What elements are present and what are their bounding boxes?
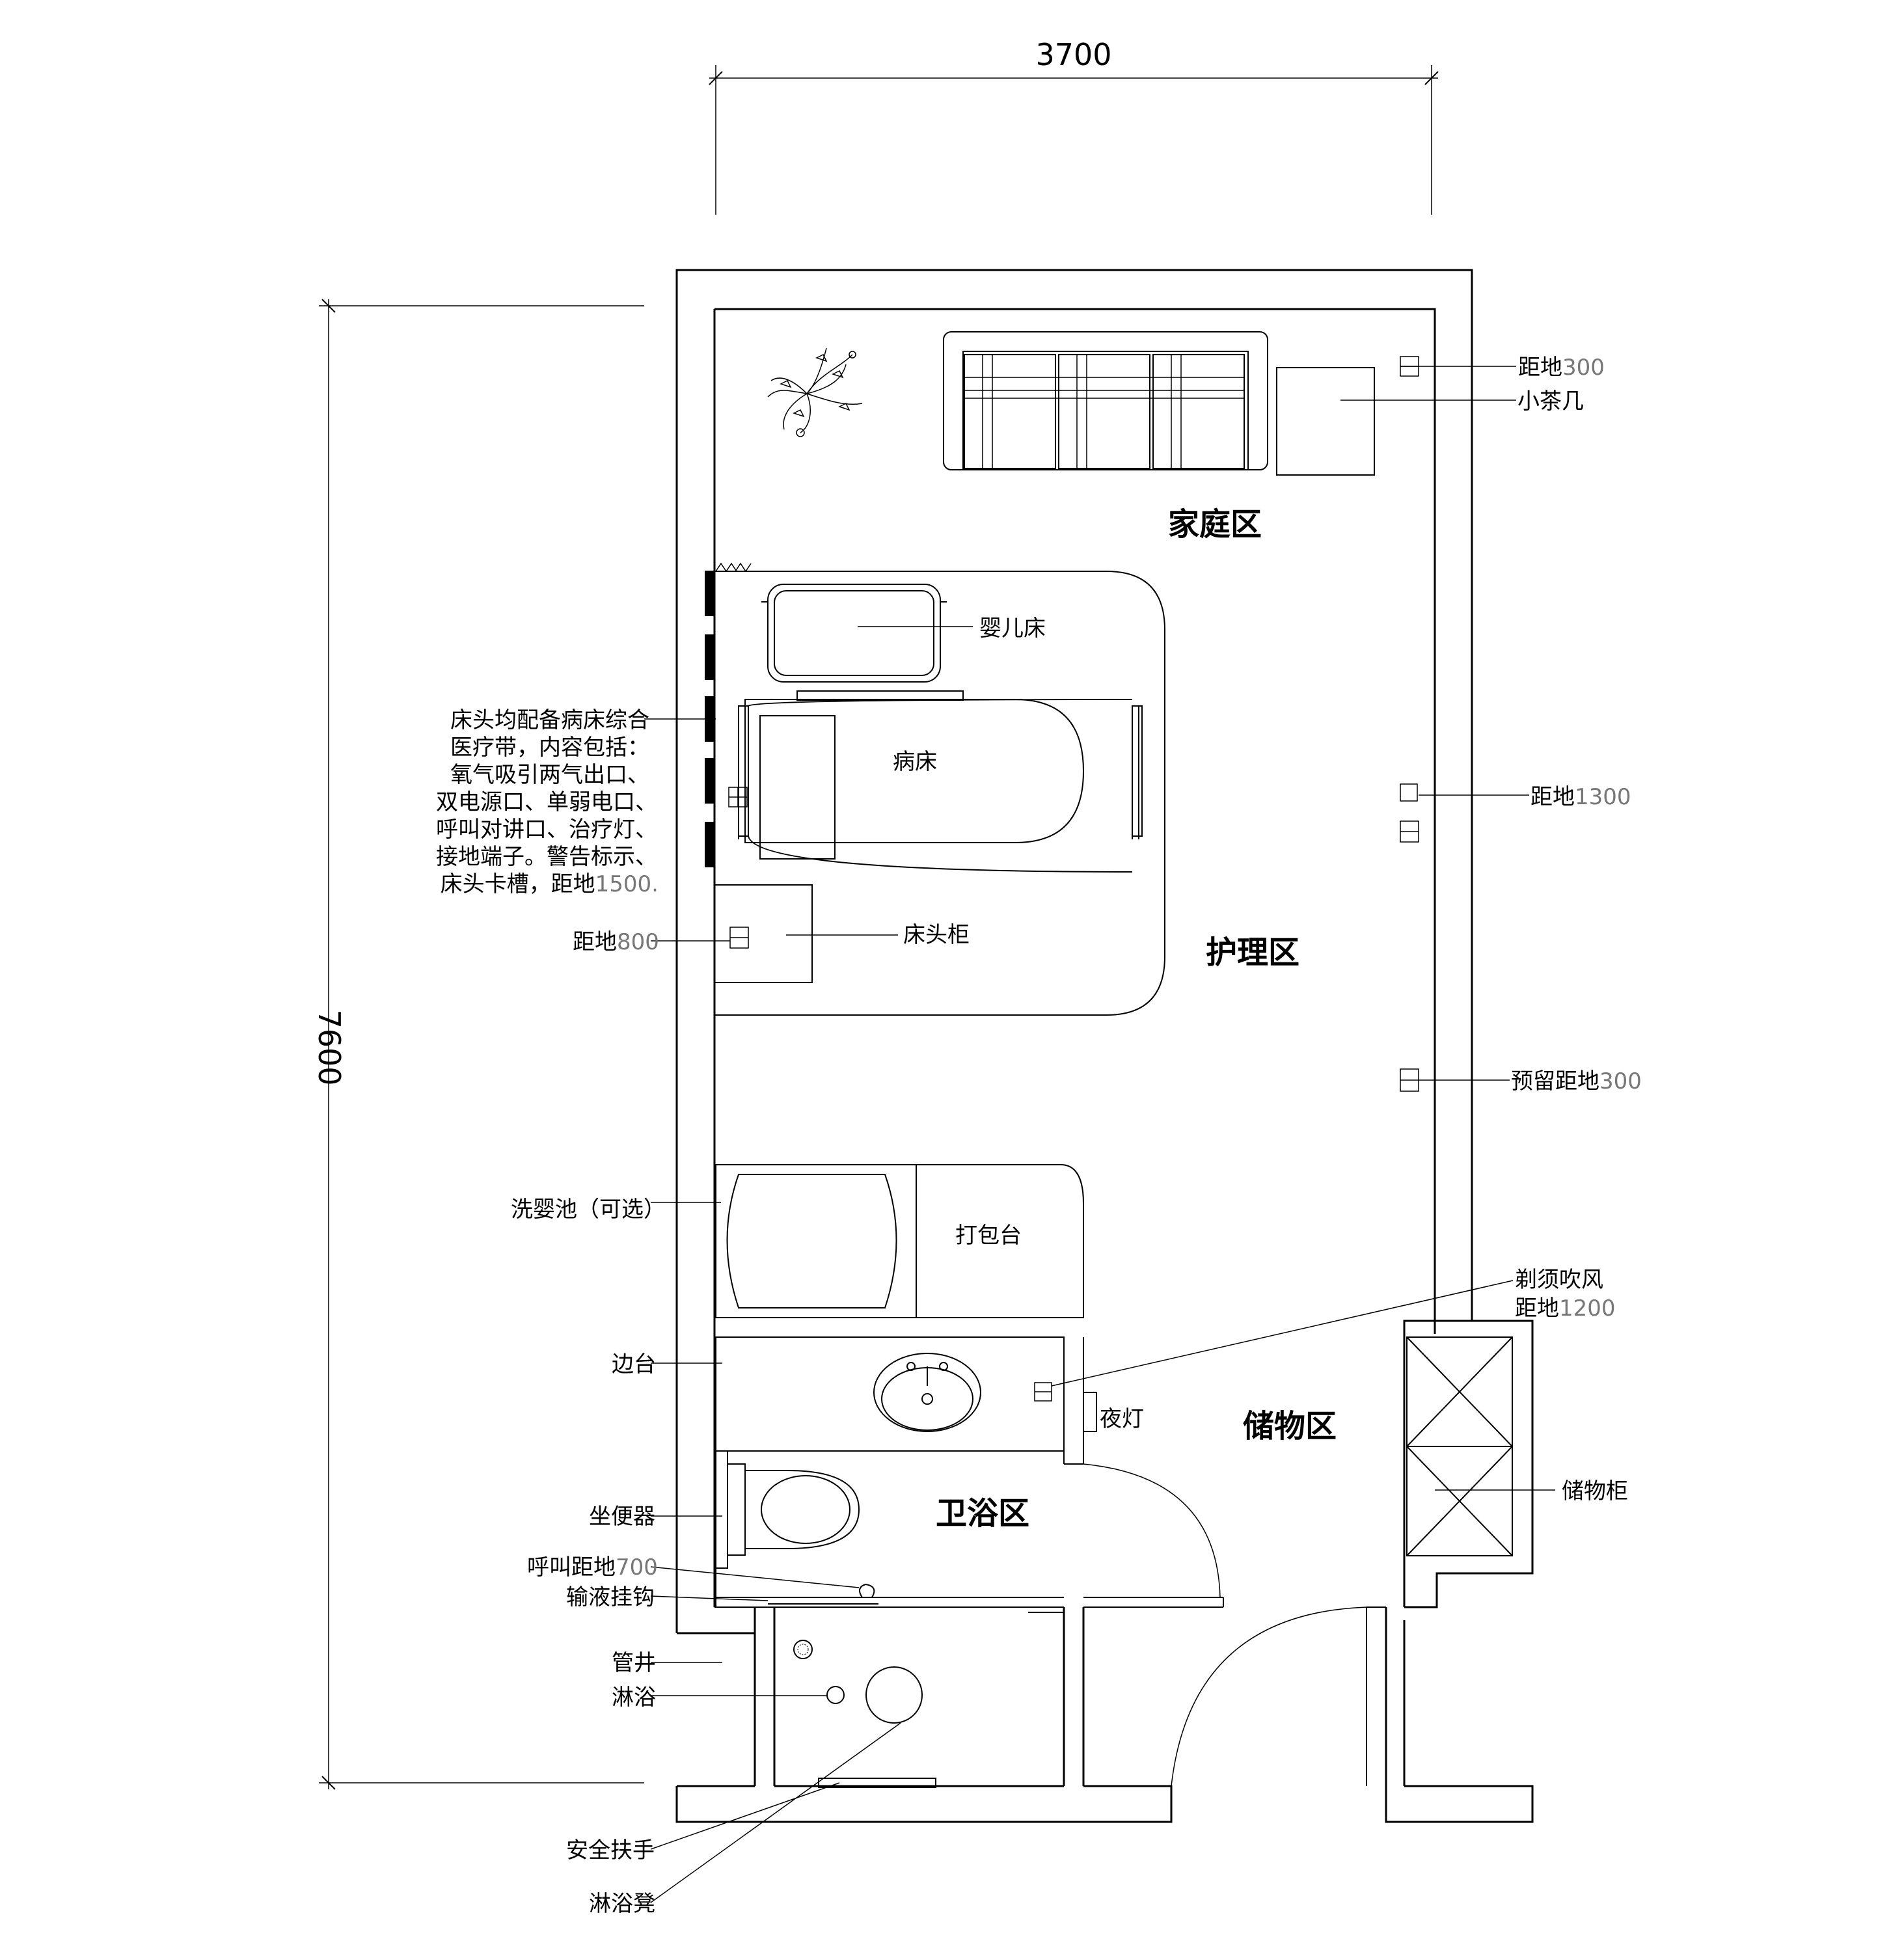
zone-family-label: 家庭区 — [1168, 506, 1262, 543]
height-dimension: 7600 — [312, 299, 644, 1790]
bedside-cabinet-label: 床头柜 — [903, 922, 970, 948]
storage-cabinet-label: 储物柜 — [1562, 1478, 1628, 1504]
grab-bar-label: 安全扶手 — [566, 1837, 655, 1864]
toilet-label: 坐便器 — [589, 1504, 655, 1530]
medical-band — [705, 562, 752, 867]
shaver-outlet-label-line2: 距地1200 — [1515, 1295, 1616, 1322]
plant-icon — [767, 347, 863, 437]
shaft-label: 管井 — [612, 1650, 656, 1676]
walls — [675, 269, 1534, 1823]
care-area-outline — [714, 571, 1165, 1016]
bedside-cabinet — [714, 884, 813, 983]
baby-bath-label: 洗婴池（可选） — [511, 1197, 666, 1223]
medical-note-line-7: 床头卡槽，距地1500. — [441, 871, 659, 897]
bathroom — [715, 1336, 1224, 1788]
night-light-label: 夜灯 — [1100, 1406, 1144, 1432]
outlet-height-1300-label: 距地1300 — [1530, 784, 1631, 810]
shaver-outlet-label-line1: 剃须吹风 — [1515, 1267, 1603, 1293]
zone-storage-label: 储物区 — [1243, 1408, 1337, 1444]
shower-stool-label: 淋浴凳 — [589, 1891, 655, 1917]
width-dimension: 3700 — [709, 37, 1439, 215]
sofa — [943, 331, 1268, 470]
medical-note-line-2: 医疗带，内容包括： — [450, 735, 649, 761]
changing-table-label: 打包台 — [955, 1223, 1022, 1249]
medical-note-line-5: 呼叫对讲口、治疗灯、 — [436, 817, 657, 843]
zone-bath-label: 卫浴区 — [936, 1495, 1029, 1532]
outlet-height-800-label: 距地800 — [573, 929, 659, 955]
entrance-door — [1171, 1606, 1367, 1796]
hospital-bed — [738, 690, 1143, 873]
medical-note-line-4: 双电源口、单弱电口、 — [436, 789, 657, 815]
counter-label: 边台 — [612, 1351, 656, 1377]
tea-table — [1276, 367, 1375, 476]
call-height-label: 呼叫距地700 — [527, 1554, 658, 1580]
medical-band-note: 床头均配备病床综合 医疗带，内容包括： 氧气吸引两气出口、 双电源口、单弱电口、… — [436, 707, 659, 897]
width-dimension-label: 3700 — [1035, 37, 1111, 72]
height-dimension-label: 7600 — [312, 1009, 347, 1085]
crib-label: 婴儿床 — [979, 616, 1046, 642]
tea-table-label: 小茶几 — [1517, 388, 1584, 414]
crib — [761, 584, 947, 683]
leader-lines — [644, 366, 1555, 1903]
bed-label: 病床 — [893, 749, 937, 775]
baby-bath — [715, 1164, 1084, 1318]
outlet-reserved-300-label: 预留距地300 — [1511, 1068, 1642, 1094]
iv-hook-label: 输液挂钩 — [566, 1584, 655, 1610]
medical-note-line-6: 接地端子。警告标示、 — [436, 844, 657, 870]
medical-note-line-1: 床头均配备病床综合 — [450, 707, 649, 733]
medical-note-line-3: 氧气吸引两气出口、 — [450, 762, 649, 788]
outlet-height-300-label: 距地300 — [1518, 355, 1605, 381]
shower-label: 淋浴 — [612, 1685, 656, 1711]
storage-cabinet — [1406, 1336, 1513, 1556]
zone-care-label: 护理区 — [1206, 934, 1299, 971]
outlet-icons — [728, 356, 1419, 1402]
